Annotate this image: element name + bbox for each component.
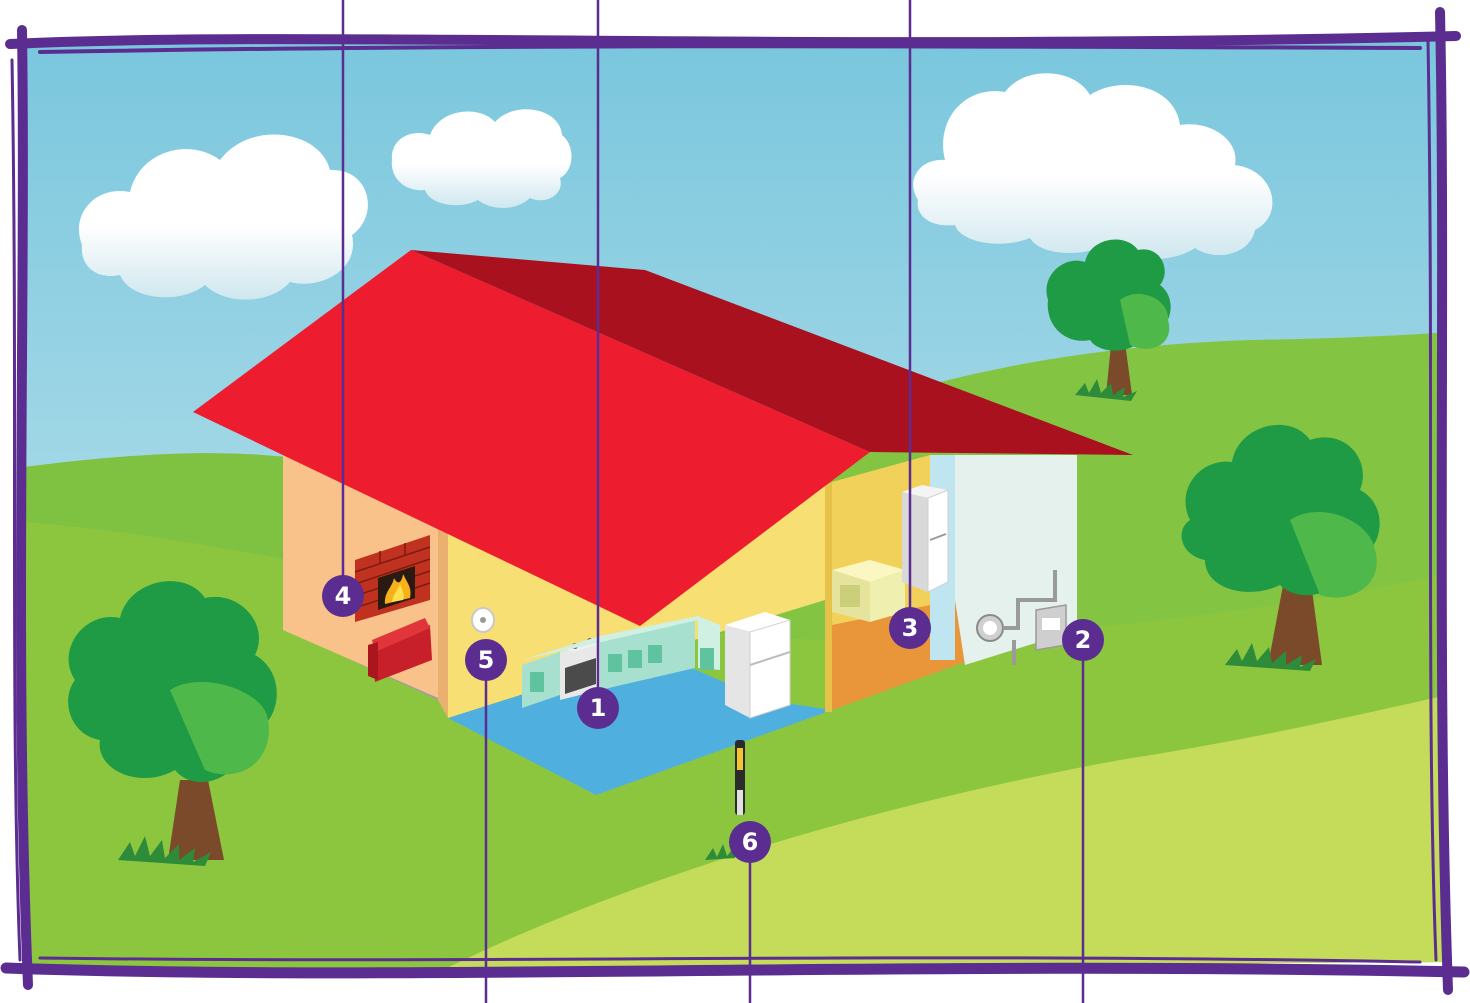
marker-1[interactable]: 1 bbox=[577, 687, 619, 729]
marker-3[interactable]: 3 bbox=[889, 607, 931, 649]
marker-4[interactable]: 4 bbox=[322, 575, 364, 617]
marker-4-label: 4 bbox=[335, 582, 352, 610]
refrigerator-icon bbox=[725, 612, 790, 718]
washer-dryer-icon bbox=[832, 560, 905, 622]
detector-icon bbox=[472, 608, 494, 632]
marker-1-label: 1 bbox=[590, 694, 607, 722]
marker-6[interactable]: 6 bbox=[729, 821, 771, 863]
marker-2[interactable]: 2 bbox=[1062, 619, 1104, 661]
flag-marker-icon bbox=[735, 740, 745, 815]
marker-5[interactable]: 5 bbox=[465, 639, 507, 681]
marker-3-label: 3 bbox=[902, 614, 919, 642]
marker-6-label: 6 bbox=[742, 828, 759, 856]
marker-2-label: 2 bbox=[1075, 626, 1092, 654]
marker-5-label: 5 bbox=[478, 646, 495, 674]
